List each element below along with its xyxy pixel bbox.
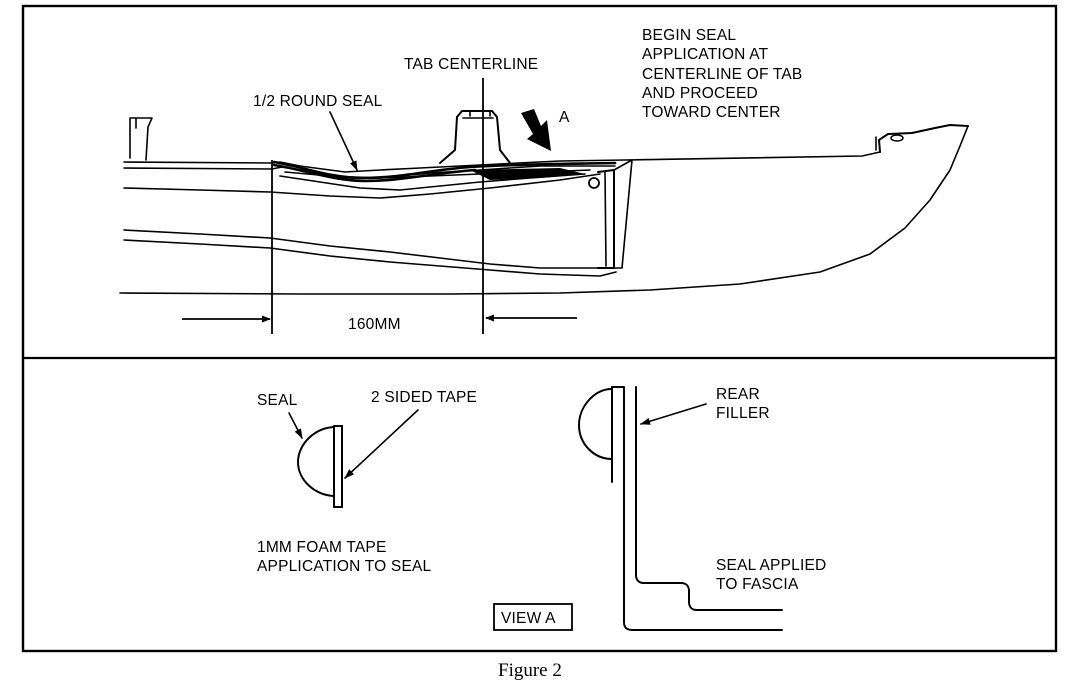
seal-label: SEAL <box>257 392 298 409</box>
tab-centerline-label: TAB CENTERLINE <box>404 56 538 73</box>
instruction-line-1: BEGIN SEAL <box>642 27 736 44</box>
dimension-label: 160MM <box>348 316 401 333</box>
instruction-line-5: TOWARD CENTER <box>642 104 781 121</box>
tape-label: 2 SIDED TAPE <box>371 389 477 406</box>
rear-filler-cross-section <box>578 386 783 631</box>
foam-tape-label-1: 1MM FOAM TAPE <box>257 539 386 556</box>
rear-filler-label-1: REAR <box>716 386 760 403</box>
seal-cross-section <box>288 409 419 508</box>
instruction-line-4: AND PROCEED <box>642 85 758 102</box>
instruction-line-2: APPLICATION AT <box>642 46 769 63</box>
seal-applied-label-2: TO FASCIA <box>716 576 799 593</box>
fascia-assembly-drawing <box>119 78 969 334</box>
view-a-box <box>493 603 573 631</box>
round-seal-label: 1/2 ROUND SEAL <box>253 93 383 110</box>
view-a-arrow <box>521 109 551 151</box>
view-a-label: VIEW A <box>501 610 556 627</box>
view-marker-label: A <box>559 109 570 126</box>
figure-caption: Figure 2 <box>498 660 562 681</box>
foam-tape-label-2: APPLICATION TO SEAL <box>257 558 432 575</box>
figure-frame <box>21 4 1058 653</box>
instruction-line-3: CENTERLINE OF TAB <box>642 66 802 83</box>
seal-applied-label-1: SEAL APPLIED <box>716 557 826 574</box>
rear-filler-label-2: FILLER <box>716 405 770 422</box>
